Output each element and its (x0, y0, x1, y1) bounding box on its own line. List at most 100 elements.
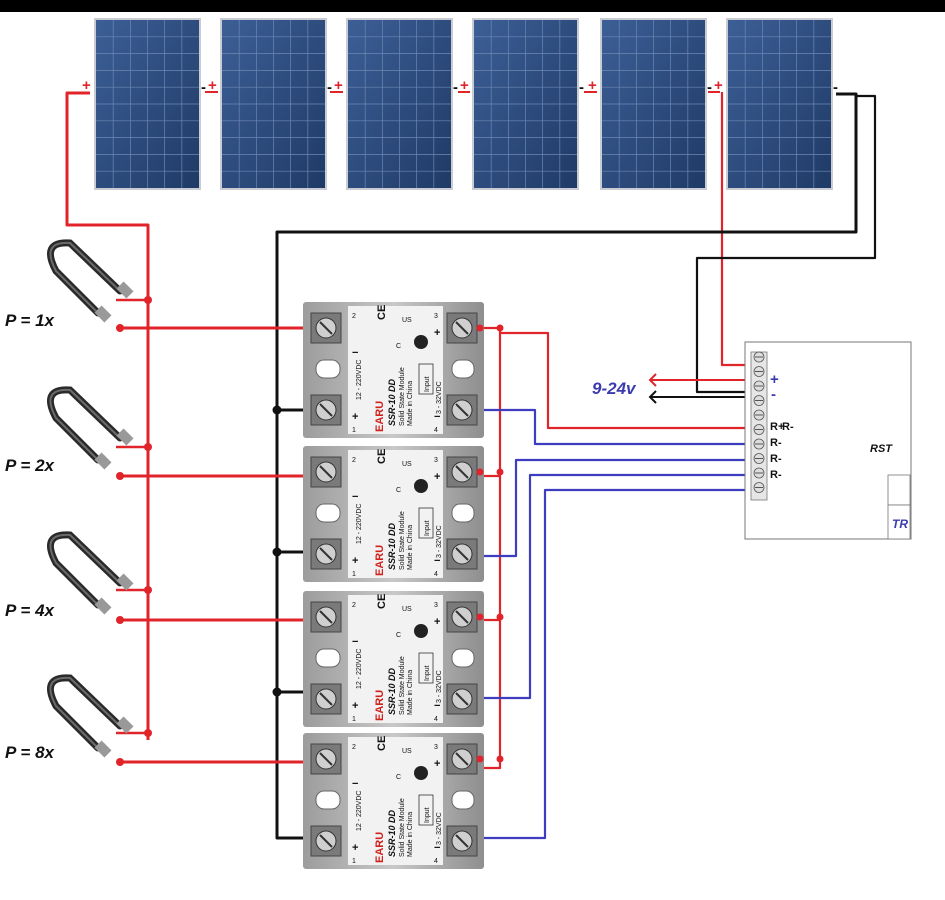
solar-panel-5: +- (588, 18, 712, 190)
heater-elements: P = 1x P = 2x P = 4x P = 8x (5, 239, 152, 766)
terminal-screw-slot (319, 403, 333, 417)
heater-3: P = 4x (5, 531, 152, 624)
relay-terminal-4-label: 4 (434, 716, 438, 723)
relay-input-box (418, 794, 434, 826)
relay-input-junction (476, 613, 484, 621)
terminal-screw-slot (455, 610, 469, 624)
heater-coil-highlight (49, 388, 121, 461)
relay-input-plus: + (434, 327, 440, 339)
controller-r-plus-wire (500, 331, 752, 430)
relay-input-rating: 3 - 32VDC (436, 812, 443, 845)
solar-panel-3: +- (334, 18, 458, 190)
relay-cert-ce: CE (376, 449, 388, 464)
tr-label: TR (892, 517, 908, 531)
relay-input-plus: + (434, 616, 440, 628)
bus-junction (144, 586, 152, 594)
negative-bus-junction (272, 405, 282, 415)
wires (65, 91, 877, 840)
terminal-screw-slot (319, 465, 333, 479)
terminal-screw-slot (319, 610, 333, 624)
terminal-screw-slot (319, 752, 333, 766)
terminal-screw-slot (455, 465, 469, 479)
relay-mount-hole (451, 790, 475, 810)
relay-input-label: Input (424, 665, 431, 681)
heater-terminal (116, 716, 134, 734)
solid-state-relays: 2 1 3 4 CE US C 12 - 220VDC EARU SSR-10 DD Solid S… (272, 302, 504, 869)
tr-box (887, 504, 911, 540)
panel-minus-label: - (327, 79, 332, 96)
relay-terminal-3-label: 3 (434, 313, 438, 320)
terminal-screw-slot (319, 692, 333, 706)
heater-2: P = 2x (5, 386, 152, 480)
terminal-screw-slot (455, 692, 469, 706)
relay-load-rating: 12 - 220VDC (356, 649, 363, 689)
bus-junction (144, 443, 152, 451)
relay-terminal-1-label: 2 (352, 313, 356, 320)
terminal-screw-slot (455, 752, 469, 766)
relay-brand: EARU (374, 690, 386, 721)
heater-terminal (94, 740, 112, 758)
relay-terminal-4-label: 4 (434, 858, 438, 865)
panel-minus-label: - (707, 79, 712, 96)
relay-load-minus: − (352, 636, 358, 648)
relay-terminal-1-label: 1 (352, 427, 356, 434)
relay-cert-c: C (396, 343, 401, 350)
heater-terminal (94, 597, 112, 615)
signal-wire-2 (480, 458, 752, 558)
heater-coil (46, 239, 124, 317)
relay-load-minus: − (352, 778, 358, 790)
relay-mount-hole (451, 359, 475, 379)
relay-led-icon (414, 624, 428, 638)
relay-cert-us: US (402, 606, 412, 613)
panel-plus-label: + (208, 77, 217, 94)
relay-cert-us: US (402, 748, 412, 755)
output-label-4: R- (770, 453, 782, 465)
negative-bus-junction (272, 547, 282, 557)
relay-input-minus: − (434, 700, 440, 712)
relay-terminal-1-label: 2 (352, 744, 356, 751)
heater-coil-highlight (49, 241, 121, 314)
positive-loop-junction (496, 755, 504, 763)
bus-junction (144, 729, 152, 737)
relay-terminal-4-label: 4 (434, 571, 438, 578)
relay-input-plus: + (434, 471, 440, 483)
relay-led-icon (414, 766, 428, 780)
relay-model: SSR-10 DD (387, 378, 397, 426)
heater-power-label: P = 8x (5, 743, 56, 762)
relay-input-junction (476, 755, 484, 763)
relay-terminal-3-label: 3 (434, 744, 438, 751)
terminal-screw-slot (319, 547, 333, 561)
relay-origin-text: Made in China (407, 670, 414, 715)
relay-load-plus: + (352, 411, 358, 423)
heater-terminal (116, 281, 134, 299)
output-label-1: R+ (770, 421, 784, 433)
relay-terminal-1-label: 1 (352, 571, 356, 578)
heater-power-label: P = 4x (5, 601, 56, 620)
relay-cert-us: US (402, 317, 412, 324)
supply-positive-arrow-icon (648, 373, 657, 387)
relay-terminal-1-label: 2 (352, 457, 356, 464)
panel-plus-label: + (588, 77, 597, 94)
solar-panel-4: +- (460, 18, 584, 190)
controller-terminals (648, 351, 765, 493)
relay-input-minus: − (434, 411, 440, 423)
signal-wire-1 (480, 408, 752, 446)
terminal-screw-slot (319, 321, 333, 335)
relay-load-rating: 12 - 220VDC (356, 504, 363, 544)
solar-panel-6: +- (714, 18, 838, 190)
relay-module-text: Solid State Module (399, 798, 406, 857)
relay-input-rating: 3 - 32VDC (436, 670, 443, 703)
relay-brand: EARU (374, 545, 386, 576)
relay-input-positive-bus (480, 326, 502, 770)
relay-mount-hole (451, 648, 475, 668)
relay-module-text: Solid State Module (399, 656, 406, 715)
terminal-screw-slot (455, 321, 469, 335)
heater-power-label: P = 1x (5, 311, 56, 330)
relay-label-plate (348, 306, 443, 434)
relay-led-icon (414, 479, 428, 493)
relay-label-plate (348, 737, 443, 865)
